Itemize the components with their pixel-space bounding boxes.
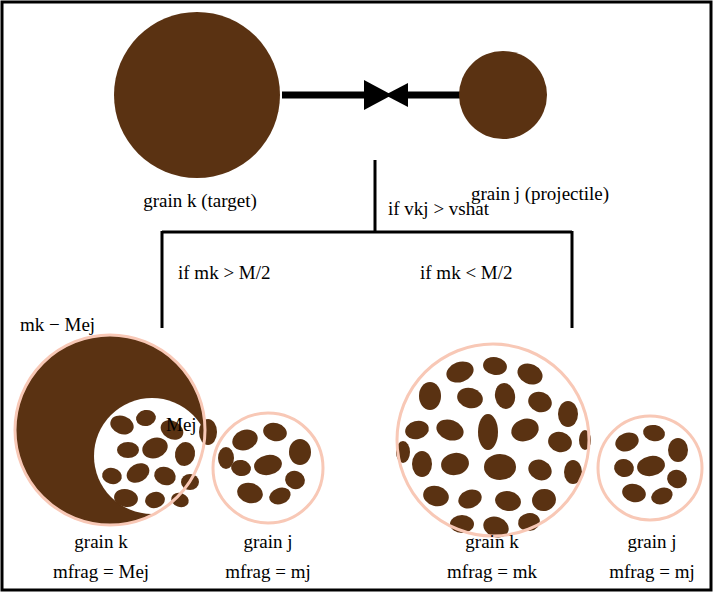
fragment-mass: mfrag = Mej xyxy=(53,561,149,583)
condition-label: if mk > M/2 xyxy=(178,262,271,284)
target-grain xyxy=(114,12,280,178)
grain-node: grain j mfrag = mj xyxy=(203,405,333,583)
motion-arrow xyxy=(282,92,366,99)
mass-label: mk − Mej xyxy=(20,314,95,336)
arrow-head xyxy=(385,83,408,107)
condition-label: if vkj > vshat xyxy=(388,198,489,220)
grain-label: grain k xyxy=(465,531,518,553)
grain-label: grain j xyxy=(627,531,676,553)
condition-label: if mk < M/2 xyxy=(420,262,513,284)
cratered-grain xyxy=(15,335,217,525)
fragment-mass: mfrag = mk xyxy=(447,561,537,583)
projectile-grain xyxy=(459,51,547,139)
grain-node: grain j (projectile) xyxy=(440,45,640,205)
grain-label: grain j (projectile) xyxy=(471,183,609,205)
grain-node: grain k mfrag = Mej xyxy=(6,330,196,583)
grain-label: grain k xyxy=(74,531,127,553)
grain-node: grain k (target) xyxy=(95,10,305,212)
shattered-grain xyxy=(396,344,591,541)
fragmented-grain xyxy=(598,416,702,520)
grain-node: grain k mfrag = mk xyxy=(387,335,597,583)
grain-node: grain j mfrag = mj xyxy=(598,410,706,583)
grain-label: grain k (target) xyxy=(143,190,257,212)
fragment-mass: mfrag = mj xyxy=(609,561,695,583)
fragmented-grain xyxy=(213,413,323,523)
mass-label: Mej xyxy=(166,414,197,436)
grain-label: grain j xyxy=(243,531,292,553)
motion-arrow xyxy=(406,92,462,99)
fragment-mass: mfrag = mj xyxy=(225,561,311,583)
